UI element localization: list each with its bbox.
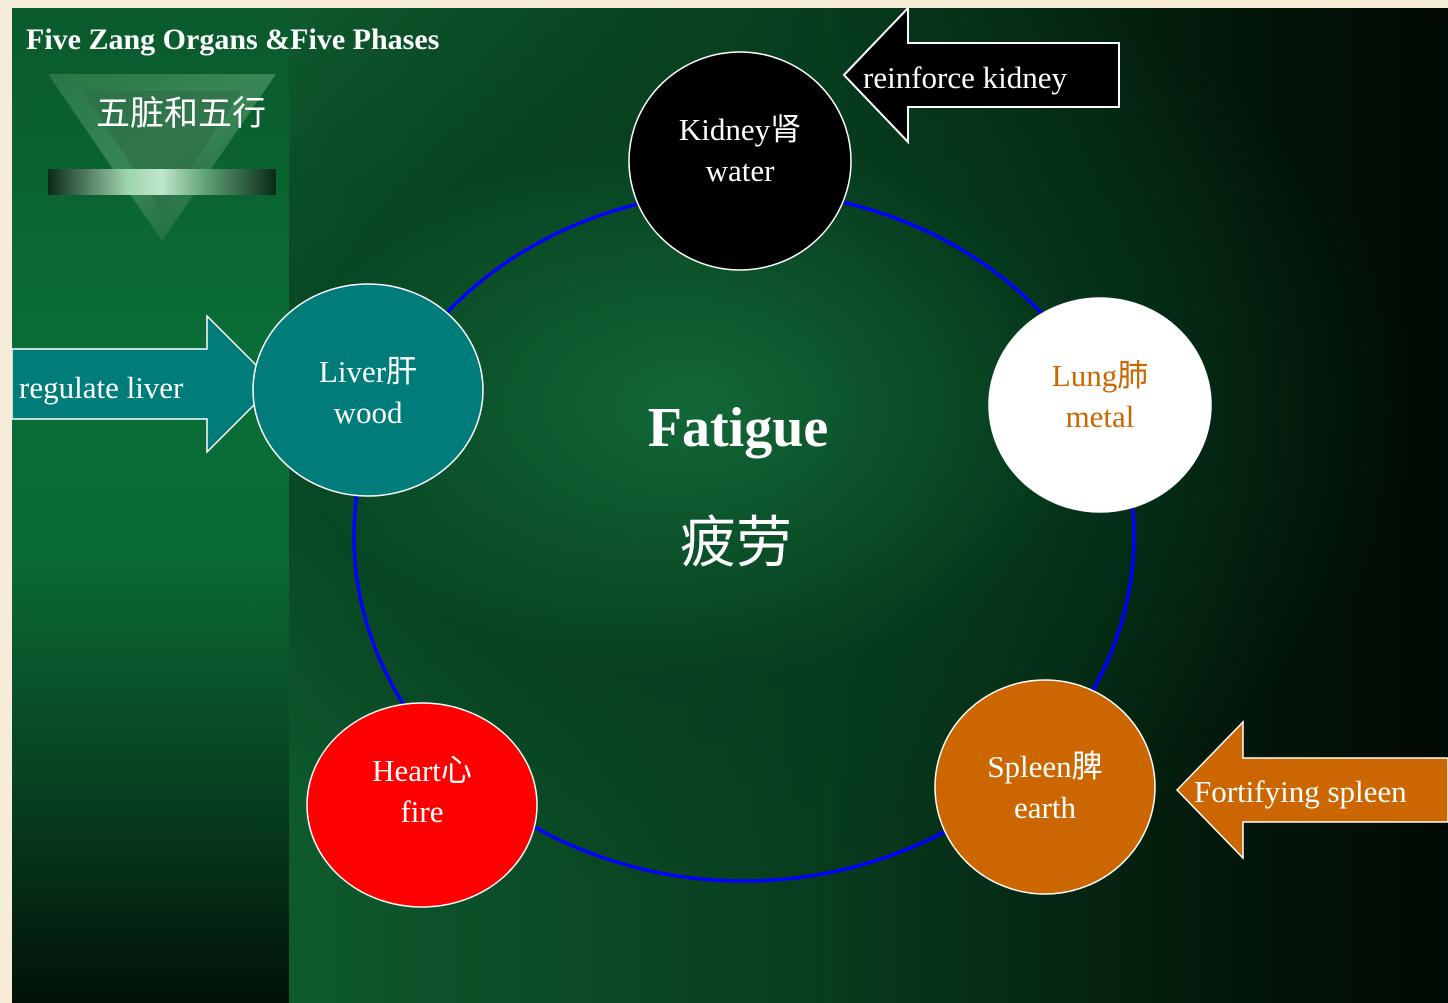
regulate-liver-label: regulate liver xyxy=(19,370,183,406)
heart-label: Heart心 fire xyxy=(372,750,472,832)
center-title-en: Fatigue xyxy=(648,396,828,460)
kidney-element: water xyxy=(679,150,801,191)
spleen-element: earth xyxy=(987,787,1102,828)
reinforce-kidney-label: reinforce kidney xyxy=(863,60,1067,96)
spleen-label: Spleen脾 earth xyxy=(987,746,1102,828)
lung-organ: Lung肺 xyxy=(1052,355,1148,396)
slide: Five Zang Organs &Five Phases 五脏和五行 Kidn… xyxy=(12,8,1448,1003)
heart-element: fire xyxy=(372,791,472,832)
heart-organ: Heart心 xyxy=(372,750,472,791)
lung-label: Lung肺 metal xyxy=(1052,355,1148,437)
lung-element: metal xyxy=(1052,396,1148,437)
liver-element: wood xyxy=(319,392,417,433)
fortifying-spleen-label: Fortifying spleen xyxy=(1194,774,1407,810)
liver-organ: Liver肝 xyxy=(319,351,417,392)
liver-label: Liver肝 wood xyxy=(319,351,417,433)
kidney-organ: Kidney肾 xyxy=(679,109,801,150)
spleen-organ: Spleen脾 xyxy=(987,746,1102,787)
kidney-label: Kidney肾 water xyxy=(679,109,801,191)
center-title-zh: 疲劳 xyxy=(680,498,792,579)
